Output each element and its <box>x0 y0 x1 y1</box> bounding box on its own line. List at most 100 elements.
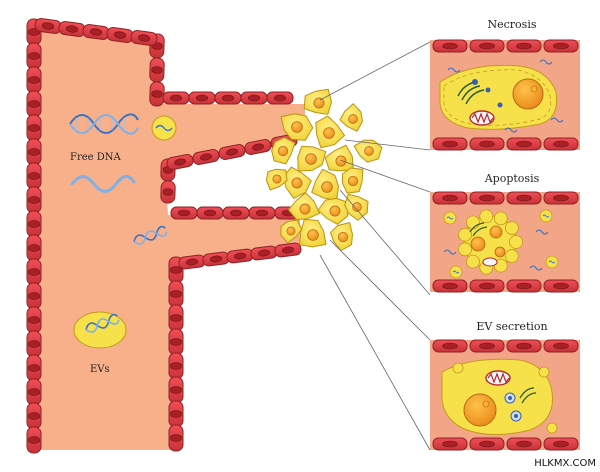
free-dna-label: Free DNA <box>70 152 122 163</box>
endothelial-cell <box>149 57 165 83</box>
endothelial-cell <box>240 91 268 105</box>
endothelial-cell <box>26 114 42 142</box>
tumor-cell <box>339 103 363 132</box>
extracellular-vesicle-icon <box>443 211 457 225</box>
endothelial-cell <box>26 234 42 262</box>
endothelial-cell <box>196 206 224 220</box>
necrosis-panel: Necrosis <box>430 18 580 151</box>
endothelial-cell <box>222 206 250 220</box>
endothelial-cell <box>202 251 230 267</box>
extracellular-vesicle-icon <box>151 115 177 141</box>
extracellular-vesicle-icon <box>539 209 553 223</box>
nucleus-icon <box>512 78 544 110</box>
endothelial-cell <box>178 254 206 270</box>
necrosis-label: Necrosis <box>488 18 537 31</box>
tumor-mass <box>265 88 383 252</box>
tumor-cell <box>271 136 296 165</box>
endothelial-cell <box>26 186 42 214</box>
endothelial-cell <box>469 39 505 53</box>
endothelial-cell <box>168 424 184 452</box>
tumor-cell <box>311 168 340 201</box>
extracellular-vesicle-icon <box>546 422 558 434</box>
endothelial-cell <box>26 378 42 406</box>
mitochondrion-icon <box>469 110 495 126</box>
apoptosis-panel: Apoptosis <box>430 172 580 293</box>
endothelial-cell <box>244 139 272 155</box>
endothelial-cell <box>26 162 42 190</box>
endothelial-cell <box>543 437 579 451</box>
endothelial-cell <box>26 66 42 94</box>
tumor-cell <box>280 219 303 244</box>
endothelial-cell <box>469 137 505 151</box>
endothelial-cell <box>34 18 62 34</box>
tumor-cell <box>330 222 353 252</box>
endothelial-cell <box>26 402 42 430</box>
endothelial-cell <box>26 282 42 310</box>
endothelial-cell <box>26 354 42 382</box>
endothelial-cell <box>166 154 194 170</box>
tumor-cell <box>299 218 327 248</box>
endothelial-cell <box>168 280 184 308</box>
endothelial-cell <box>218 144 246 160</box>
tumor-cell <box>324 144 354 172</box>
endothelial-cell <box>506 39 542 53</box>
endothelial-cell <box>214 91 242 105</box>
endothelial-cell <box>106 27 134 43</box>
endothelial-cell <box>26 330 42 358</box>
endothelial-cell <box>506 191 542 205</box>
endothelial-cell <box>469 191 505 205</box>
tumor-cell <box>344 193 369 221</box>
endothelial-cell <box>26 90 42 118</box>
endothelial-cell <box>168 400 184 428</box>
dna-helix-icon <box>133 225 168 245</box>
ev-secretion-label: EV secretion <box>476 320 547 333</box>
tumor-cell <box>282 166 312 199</box>
tumor-cell <box>341 167 364 194</box>
apoptosis-label: Apoptosis <box>484 172 540 185</box>
endothelial-cell <box>432 39 468 53</box>
endothelial-cell <box>432 437 468 451</box>
endothelial-cell <box>469 339 505 353</box>
tumor-cell <box>353 139 383 163</box>
endothelial-cell <box>469 279 505 293</box>
endothelial-cell <box>26 306 42 334</box>
endothelial-cell <box>506 279 542 293</box>
tumor-cell <box>287 192 321 221</box>
endothelial-cell <box>432 191 468 205</box>
endothelial-cell <box>432 137 468 151</box>
endothelial-cell <box>266 91 294 105</box>
endothelial-cell <box>26 138 42 166</box>
endothelial-cell <box>432 339 468 353</box>
tumor-cell <box>303 88 333 115</box>
extracellular-vesicle-icon <box>545 255 559 269</box>
watermark: HLKMX.COM <box>534 458 596 469</box>
apoptotic-cell <box>458 209 523 275</box>
endothelial-cell <box>543 339 579 353</box>
endothelial-cell <box>192 149 220 165</box>
extracellular-vesicle-icon <box>538 366 550 378</box>
endothelial-cell-layer <box>26 18 302 454</box>
tumor-cell <box>265 168 288 191</box>
endothelial-cell <box>506 339 542 353</box>
endothelial-cell <box>543 137 579 151</box>
endothelial-cell <box>543 279 579 293</box>
dna-single-strand-icon <box>70 174 136 193</box>
endothelial-cell <box>168 328 184 356</box>
endothelial-cell <box>168 304 184 332</box>
endothelial-cell <box>170 206 198 220</box>
tumor-cell <box>315 115 346 149</box>
endothelial-cell <box>149 81 165 107</box>
endothelial-cell <box>469 437 505 451</box>
ev-secretion-panel: EV secretion <box>430 320 580 451</box>
connector-lines <box>319 41 431 451</box>
endothelial-cell <box>26 426 42 454</box>
endothelial-cell <box>432 279 468 293</box>
mitochondrion-icon <box>485 370 511 386</box>
endothelial-cell <box>168 376 184 404</box>
endothelial-cell <box>248 206 276 220</box>
tumor-cell <box>280 113 314 141</box>
endothelial-cell <box>168 352 184 380</box>
endothelial-cell <box>162 91 190 105</box>
endothelial-cell <box>188 91 216 105</box>
